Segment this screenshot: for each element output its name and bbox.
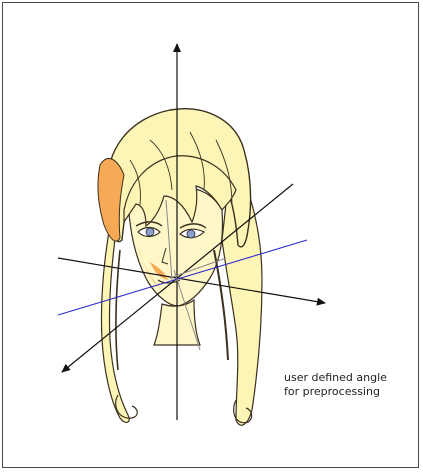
caption-line-1: user defined angle xyxy=(284,371,387,385)
head-illustration xyxy=(98,109,262,425)
caption: user defined angle for preprocessing xyxy=(284,371,387,399)
caption-line-2: for preprocessing xyxy=(284,385,387,399)
